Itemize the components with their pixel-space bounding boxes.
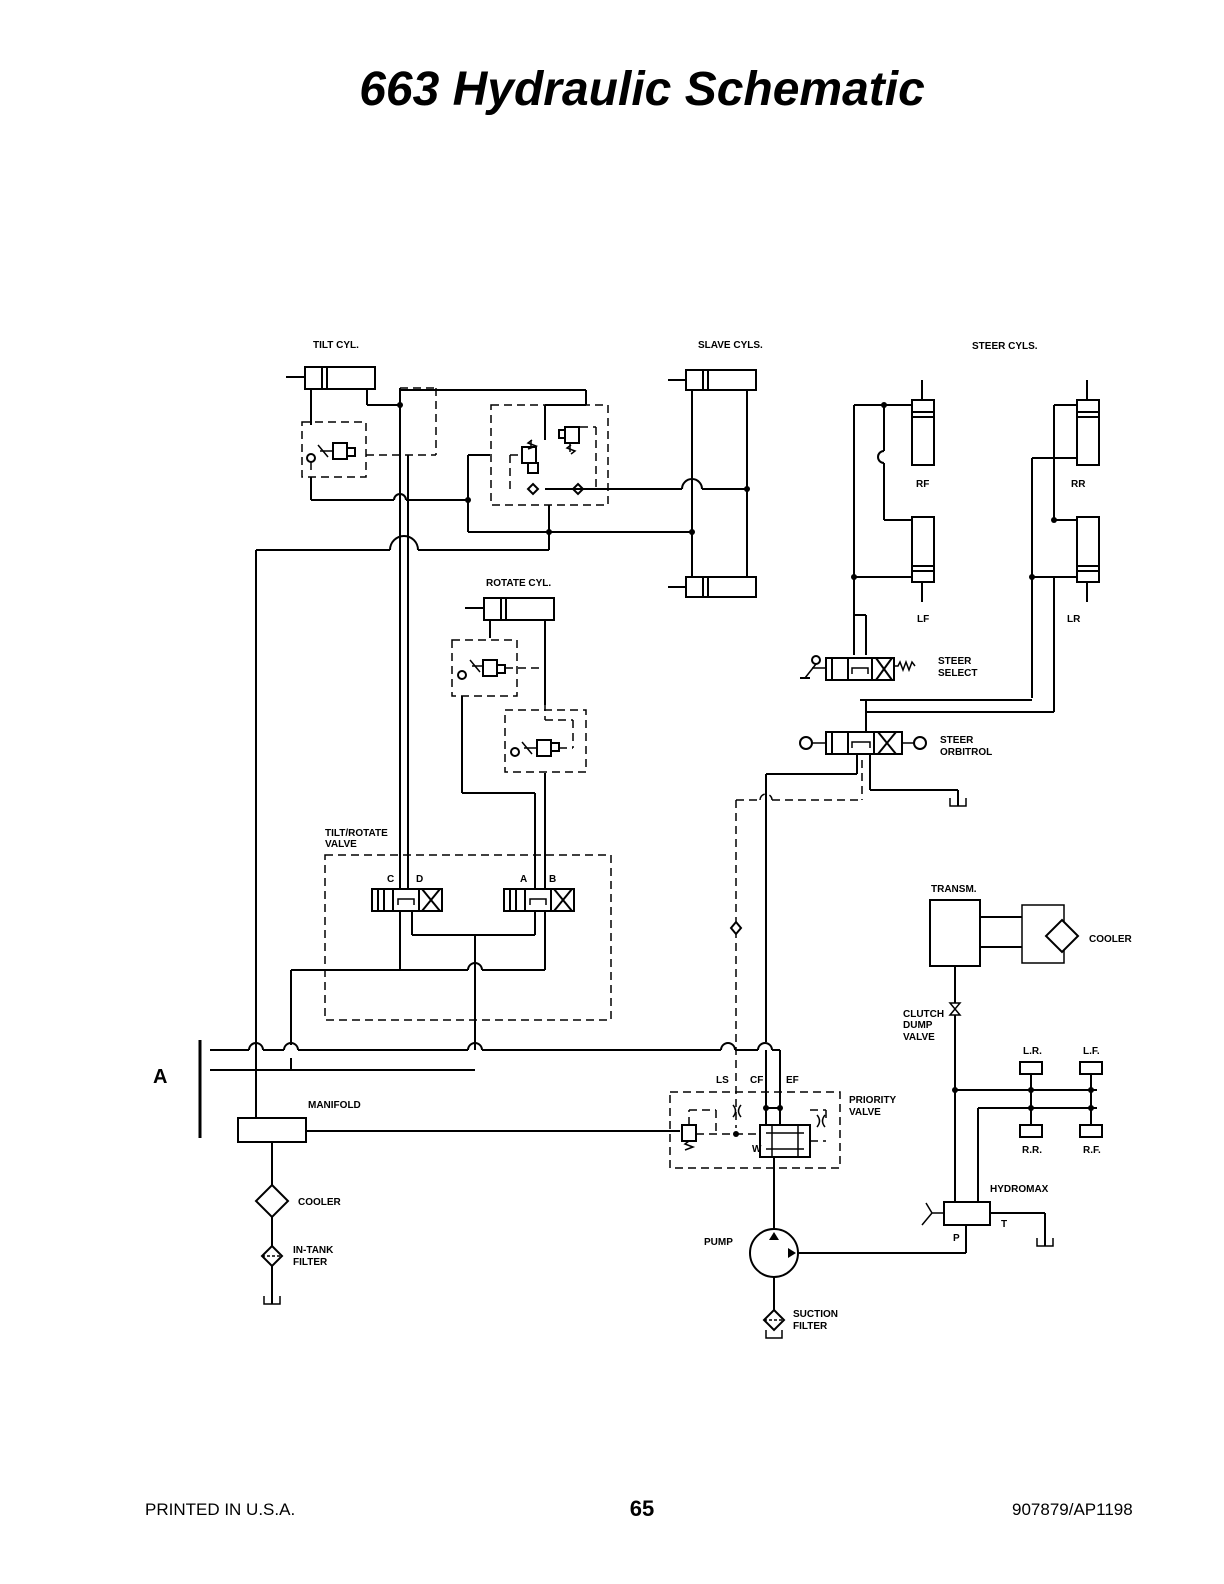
rf-label: RF — [916, 479, 929, 490]
port-a-label: A — [520, 874, 527, 885]
steer-orbitrol-label-2: ORBITROL — [940, 747, 992, 758]
port-b-label: B — [549, 874, 556, 885]
clutch-dump-label-3: VALVE — [903, 1032, 935, 1043]
brake-rf — [1079, 1124, 1103, 1138]
port-c-label: C — [387, 874, 394, 885]
rr-label: RR — [1071, 479, 1086, 490]
page-number: 65 — [629, 1496, 655, 1521]
tilt-cylinder — [286, 366, 400, 425]
pump-label: PUMP — [704, 1237, 733, 1248]
lf-label: LF — [917, 614, 929, 625]
manifold-label: MANIFOLD — [308, 1100, 361, 1111]
clutch-dump-label-2: DUMP — [903, 1020, 933, 1031]
clutch-dump-valve-icon — [948, 1002, 962, 1016]
footer-printed: PRINTED IN U.S.A. — [145, 1500, 296, 1519]
slave-cyls-label: SLAVE CYLS. — [698, 340, 763, 351]
brake-rr-label: R.R. — [1022, 1145, 1042, 1156]
transmission — [929, 899, 981, 967]
manifold — [237, 1117, 680, 1143]
priority-valve — [669, 1091, 841, 1169]
brake-lr — [1019, 1061, 1043, 1075]
footer-doc-number: 907879/AP1198 — [1012, 1500, 1133, 1519]
brake-lr-label: L.R. — [1023, 1046, 1042, 1057]
hydromax — [921, 1201, 1046, 1246]
cooler-left-label: COOLER — [298, 1197, 342, 1208]
suction-filter-label-2: FILTER — [793, 1321, 828, 1332]
brake-lf-label: L.F. — [1083, 1046, 1100, 1057]
steer-cyls-label: STEER CYLS. — [972, 341, 1038, 352]
rotate-cylinder — [465, 597, 555, 705]
cf-label: CF — [750, 1075, 763, 1086]
lr-label: LR — [1067, 614, 1081, 625]
tank-steer-icon — [949, 798, 967, 807]
steer-select-label-2: SELECT — [938, 668, 977, 679]
port-d-label: D — [416, 874, 423, 885]
in-tank-filter-label-1: IN-TANK — [293, 1245, 334, 1256]
steer-cylinder-lf — [911, 516, 935, 602]
ls-check-icon — [729, 920, 743, 936]
clutch-dump-label-1: CLUTCH — [903, 1009, 944, 1020]
pump-icon — [749, 1228, 799, 1278]
w-label: W — [752, 1144, 762, 1155]
rotate-cyl-label: ROTATE CYL. — [486, 578, 551, 589]
hydromax-p-label: P — [953, 1233, 960, 1244]
steer-orbitrol[interactable] — [799, 731, 927, 755]
hydromax-label: HYDROMAX — [990, 1184, 1049, 1195]
ef-label: EF — [786, 1075, 799, 1086]
cooler-right-label: COOLER — [1089, 934, 1133, 945]
brake-rr — [1019, 1124, 1043, 1138]
tank-hydromax-icon — [1036, 1238, 1054, 1247]
in-tank-filter-label-2: FILTER — [293, 1257, 328, 1268]
ls-label: LS — [716, 1075, 729, 1086]
page-title: 663 Hydraulic Schematic — [359, 63, 925, 116]
tilt-rotate-valve-label-2: VALVE — [325, 839, 357, 850]
brake-rf-label: R.F. — [1083, 1145, 1101, 1156]
section-a-label: A — [153, 1066, 167, 1088]
cooler-left-icon — [254, 1183, 290, 1219]
tilt-cyl-label: TILT CYL. — [313, 340, 359, 351]
suction-filter-icon — [762, 1308, 786, 1332]
rotate-counterbalance-upper — [451, 639, 545, 697]
hydromax-t-label: T — [1001, 1219, 1007, 1230]
tilt-rotate-valve — [324, 854, 612, 1021]
steer-select-label-1: STEER — [938, 656, 972, 667]
steer-orbitrol-label-1: STEER — [940, 735, 974, 746]
tank-pump-icon — [765, 1330, 783, 1339]
priority-valve-label-2: VALVE — [849, 1107, 881, 1118]
in-tank-filter-icon — [260, 1244, 284, 1268]
transm-label: TRANSM. — [931, 884, 977, 895]
slave-cylinder-top — [668, 369, 757, 391]
tilt-counterbalance-valve — [301, 421, 367, 478]
slave-cylinder-bottom — [668, 576, 757, 598]
priority-valve-label-1: PRIORITY — [849, 1095, 897, 1106]
rotate-counterbalance-lower — [504, 703, 587, 773]
tank-left-icon — [263, 1296, 281, 1305]
steer-cylinder-rf — [911, 380, 935, 466]
brake-lf — [1079, 1061, 1103, 1075]
tilt-rotate-valve-label-1: TILT/ROTATE — [325, 828, 388, 839]
cooler-right-icon — [1044, 918, 1080, 954]
suction-filter-label-1: SUCTION — [793, 1309, 838, 1320]
steer-cylinder-rr — [1076, 380, 1100, 466]
steer-cylinder-lr — [1076, 516, 1100, 602]
steer-select-valve[interactable] — [800, 655, 916, 681]
